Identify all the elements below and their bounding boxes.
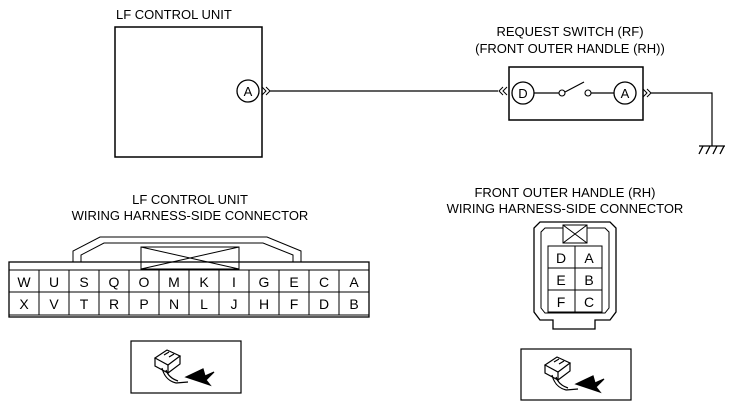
rh-connector-subtitle: WIRING HARNESS-SIDE CONNECTOR xyxy=(446,201,684,216)
rh-harness-connector xyxy=(533,221,617,330)
pin-label: N xyxy=(169,296,179,312)
pin-label: Q xyxy=(109,274,120,290)
pin-label: R xyxy=(109,296,119,312)
pin-label: J xyxy=(231,296,238,312)
pin-label: V xyxy=(49,296,59,312)
pin-label: F xyxy=(290,296,299,312)
chevron-right-icon xyxy=(261,86,271,96)
request-switch-title: REQUEST SWITCH (RF) xyxy=(496,24,644,39)
pin-label: E xyxy=(556,272,565,288)
request-switch-subtitle: (FRONT OUTER HANDLE (RH)) xyxy=(475,41,665,56)
lf-connector-title: LF CONTROL UNIT xyxy=(132,192,248,207)
pin-label: M xyxy=(168,274,180,290)
switch-contact-left xyxy=(558,89,566,97)
switch-terminal-a xyxy=(613,81,637,105)
switch-blade xyxy=(564,81,585,93)
pin-label: A xyxy=(584,250,594,266)
switch-terminal-a-label: A xyxy=(621,86,630,101)
pin-label: S xyxy=(79,274,88,290)
lf-control-unit-title: LF CONTROL UNIT xyxy=(116,7,232,22)
lf-view-icon-frame xyxy=(130,340,242,394)
rh-connector-title: FRONT OUTER HANDLE (RH) xyxy=(474,185,656,200)
pin-label: O xyxy=(139,274,150,290)
pin-label: U xyxy=(49,274,59,290)
switch-terminal-d-label: D xyxy=(518,86,527,101)
lf-harness-connector xyxy=(8,236,370,318)
connector-view-arrow-icon xyxy=(543,356,605,394)
connector-view-arrow-icon xyxy=(153,349,215,387)
pin-label: T xyxy=(80,296,89,312)
chevron-right-icon xyxy=(642,88,652,98)
lf-connector-subtitle: WIRING HARNESS-SIDE CONNECTOR xyxy=(71,208,309,223)
ground-wire xyxy=(651,92,713,146)
pin-label: D xyxy=(556,250,566,266)
rh-view-icon-frame xyxy=(520,348,632,401)
control-unit-terminal-a-label: A xyxy=(244,84,253,99)
pin-label: E xyxy=(289,274,298,290)
pin-label: A xyxy=(349,274,359,290)
pin-label: W xyxy=(17,274,31,290)
chevron-left-icon xyxy=(498,86,508,96)
pin-label: C xyxy=(584,294,594,310)
lf-connector-bottom-row: X V T R P N L J H F D B xyxy=(19,296,358,312)
pin-label: P xyxy=(139,296,148,312)
pin-label: B xyxy=(349,296,358,312)
pin-label: L xyxy=(200,296,208,312)
pin-label: B xyxy=(584,272,593,288)
ground-symbol-icon xyxy=(698,145,725,155)
pin-label: K xyxy=(199,274,209,290)
request-switch-box xyxy=(508,66,644,121)
lf-connector-top-row: W U S Q O M K I G E C A xyxy=(17,274,359,290)
rh-connector-pins: D A E B F C xyxy=(556,250,594,310)
pin-label: H xyxy=(259,296,269,312)
pin-label: F xyxy=(557,294,566,310)
switch-contact-right xyxy=(584,89,592,97)
pin-label: D xyxy=(319,296,329,312)
pin-label: I xyxy=(232,274,236,290)
pin-label: G xyxy=(259,274,270,290)
pin-label: C xyxy=(319,274,329,290)
lf-control-unit-box xyxy=(114,26,263,158)
control-unit-terminal-a xyxy=(236,79,260,103)
pin-label: X xyxy=(19,296,29,312)
